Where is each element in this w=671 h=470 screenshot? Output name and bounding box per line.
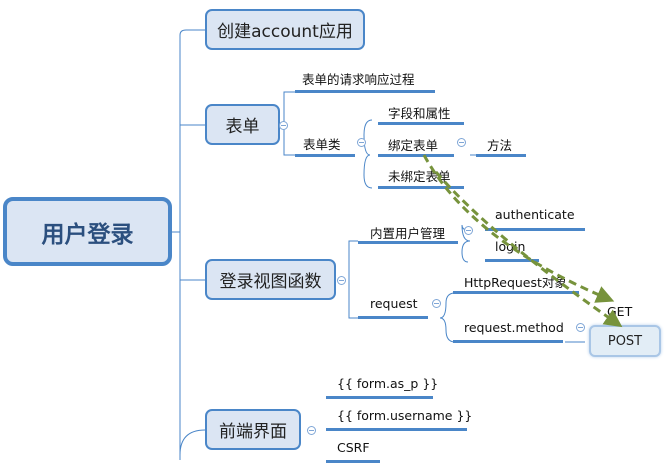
underline bbox=[378, 186, 464, 189]
underline bbox=[485, 228, 585, 231]
collapse-toggle-request[interactable] bbox=[432, 299, 441, 308]
underline bbox=[453, 291, 579, 294]
underline bbox=[326, 428, 467, 431]
leaf-auth[interactable]: 内置用户管理 bbox=[370, 226, 446, 241]
collapse-toggle-login-view[interactable] bbox=[337, 276, 346, 285]
node-login-view-label: 登录视图函数 bbox=[219, 272, 322, 292]
underline bbox=[326, 460, 380, 463]
collapse-toggle-form[interactable] bbox=[279, 121, 288, 130]
leaf-form-process[interactable]: 表单的请求响应过程 bbox=[302, 72, 415, 87]
relation-arrow-post bbox=[434, 171, 623, 328]
node-form-label: 表单 bbox=[225, 117, 260, 137]
leaf-fields[interactable]: 字段和属性 bbox=[388, 106, 451, 121]
node-post-label: POST bbox=[607, 333, 643, 349]
node-form[interactable]: 表单 bbox=[205, 104, 280, 145]
root-node[interactable]: 用户登录 bbox=[3, 197, 172, 266]
underline bbox=[485, 259, 539, 262]
collapse-toggle-frontend[interactable] bbox=[307, 426, 316, 435]
leaf-httprequest[interactable]: HttpRequest对象 bbox=[464, 275, 567, 290]
relation-arrow-get bbox=[422, 154, 615, 303]
underline bbox=[326, 396, 433, 399]
collapse-toggle-form-class[interactable] bbox=[357, 138, 366, 147]
collapse-toggle-method[interactable] bbox=[576, 323, 585, 332]
underline bbox=[295, 90, 435, 93]
leaf-username[interactable]: {{ form.username }} bbox=[337, 408, 473, 423]
underline bbox=[378, 122, 464, 125]
collapse-toggle-auth[interactable] bbox=[464, 226, 473, 235]
leaf-csrf[interactable]: CSRF bbox=[337, 440, 370, 455]
leaf-methods[interactable]: 方法 bbox=[487, 138, 513, 153]
underline bbox=[358, 241, 458, 244]
collapse-toggle-bound[interactable] bbox=[457, 138, 466, 147]
underline bbox=[378, 154, 454, 157]
underline bbox=[453, 340, 563, 343]
leaf-request-method[interactable]: request.method bbox=[464, 320, 564, 335]
node-frontend[interactable]: 前端界面 bbox=[205, 409, 301, 450]
node-create-app[interactable]: 创建account应用 bbox=[205, 9, 365, 50]
leaf-bound-form[interactable]: 绑定表单 bbox=[388, 138, 439, 153]
node-post[interactable]: POST bbox=[589, 325, 661, 357]
leaf-request[interactable]: request bbox=[370, 296, 418, 311]
node-login-view[interactable]: 登录视图函数 bbox=[205, 259, 336, 300]
node-frontend-label: 前端界面 bbox=[219, 422, 287, 442]
node-create-app-label: 创建account应用 bbox=[217, 22, 353, 42]
leaf-as-p[interactable]: {{ form.as_p }} bbox=[337, 376, 439, 391]
underline bbox=[476, 154, 526, 157]
underline bbox=[295, 154, 355, 157]
leaf-authenticate[interactable]: authenticate bbox=[495, 207, 575, 222]
root-label: 用户登录 bbox=[41, 221, 134, 248]
leaf-form-class[interactable]: 表单类 bbox=[303, 137, 341, 152]
underline bbox=[358, 316, 428, 319]
